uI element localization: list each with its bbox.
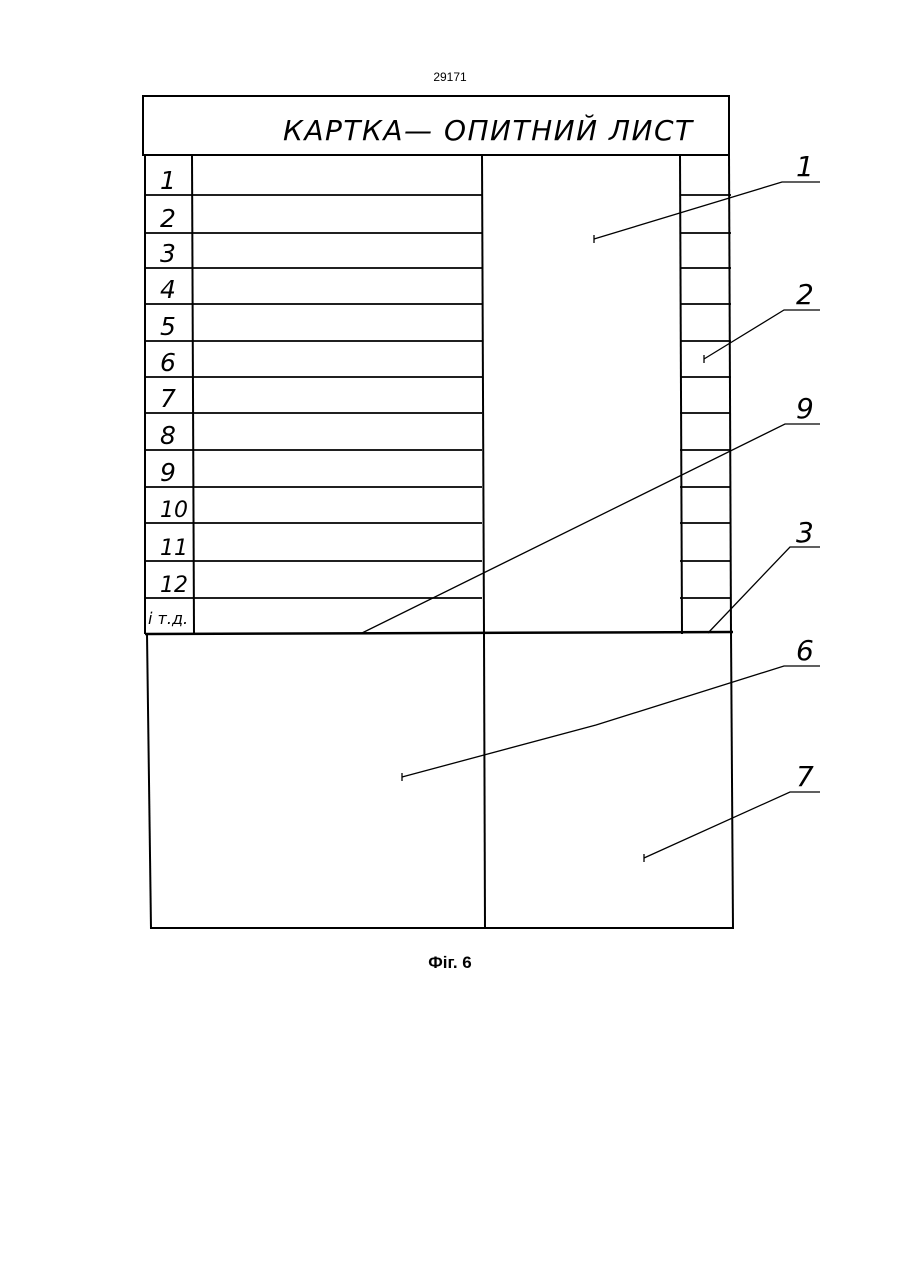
row-number-label: 11 bbox=[160, 536, 188, 561]
callout-6: 6 bbox=[796, 634, 814, 667]
row-number-label: 2 bbox=[160, 204, 176, 233]
right-strip-cells bbox=[680, 195, 731, 598]
lower-center-divider bbox=[484, 634, 485, 929]
row-number-label: і т.д. bbox=[148, 609, 188, 628]
callout-3: 3 bbox=[796, 516, 814, 549]
row-labels: 123456789101112і т.д. bbox=[148, 166, 188, 628]
row-number-label: 12 bbox=[160, 573, 188, 598]
callout-9: 9 bbox=[796, 392, 814, 425]
row-number-label: 6 bbox=[160, 348, 176, 377]
row-number-label: 7 bbox=[160, 384, 176, 413]
center-column-divider bbox=[482, 155, 484, 634]
leader-line-2 bbox=[704, 310, 820, 359]
callout-2: 2 bbox=[796, 278, 814, 311]
row-number-label: 1 bbox=[160, 166, 176, 195]
row-number-label: 8 bbox=[160, 421, 176, 450]
leader-line-6 bbox=[402, 666, 820, 777]
row-number-label: 9 bbox=[160, 458, 176, 487]
section-divider bbox=[145, 632, 733, 634]
row-number-label: 4 bbox=[160, 275, 176, 304]
right-strip-divider bbox=[680, 155, 682, 634]
leader-line-3 bbox=[708, 547, 820, 633]
callout-7: 7 bbox=[796, 760, 814, 793]
leader-line-9 bbox=[362, 424, 820, 633]
leader-line-1 bbox=[594, 182, 820, 239]
row-number-label: 5 bbox=[160, 312, 176, 341]
number-column-divider bbox=[192, 155, 194, 634]
callout-1: 1 bbox=[796, 150, 814, 183]
row-number-label: 3 bbox=[160, 239, 176, 268]
row-number-label: 10 bbox=[160, 498, 188, 523]
figure-caption: Фіг. 6 bbox=[0, 953, 900, 973]
card-title: КАРТКА— ОПИТНИЙ ЛИСТ bbox=[283, 113, 694, 147]
row-lines bbox=[145, 195, 482, 598]
